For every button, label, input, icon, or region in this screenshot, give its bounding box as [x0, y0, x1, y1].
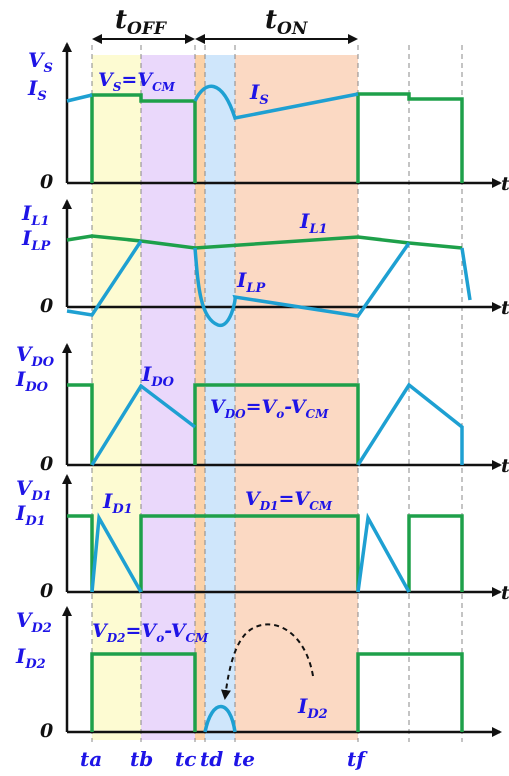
- p2-zero: 0: [40, 295, 53, 317]
- t-off-label: tOFF: [115, 5, 168, 39]
- p3-y1-label: VDO: [16, 342, 55, 370]
- time-marker-labels: ta tb tc td te tf: [80, 747, 368, 771]
- p1-zero: 0: [40, 171, 53, 193]
- band-te-tf: [235, 55, 358, 740]
- p3-ido-trace: [90, 382, 464, 466]
- p3-zero: 0: [40, 453, 53, 475]
- marker-ta: ta: [80, 747, 102, 771]
- p4-id1-trace: [90, 512, 411, 593]
- marker-tb: tb: [130, 747, 153, 771]
- marker-te: te: [233, 747, 255, 771]
- p2-y1-label: IL1: [21, 201, 50, 229]
- p4-vd1-trace: [67, 514, 464, 592]
- p1-y1-label: VS: [28, 48, 53, 76]
- p1-vs-trace: [90, 92, 464, 183]
- marker-tc: tc: [175, 747, 196, 771]
- t-on-label: tON: [265, 5, 309, 39]
- p4-annotation-id1: ID1: [102, 489, 133, 517]
- p5-zero: 0: [40, 720, 53, 742]
- panel-vdo-ido: VDO IDO 0 t IDO VDO=Vo-VCM: [15, 342, 509, 477]
- p5-dashed-arrow: [220, 623, 314, 700]
- p4-zero: 0: [40, 580, 53, 602]
- time-guides: [91, 45, 463, 742]
- p4-annotation-vd1: VD1=VCM: [245, 488, 333, 513]
- p1-t: t: [501, 173, 509, 195]
- p3-t: t: [501, 455, 509, 477]
- time-bands: [92, 55, 358, 740]
- p4-y2-label: ID1: [15, 501, 46, 529]
- p2-annotation-ilp: ILP: [236, 268, 267, 296]
- p1-annotation-vs: VS=VCM: [98, 69, 176, 94]
- marker-td: td: [200, 747, 223, 771]
- p5-annotation-id2: ID2: [297, 694, 328, 722]
- p1-annotation-is: IS: [249, 80, 269, 108]
- p1-y2-label: IS: [27, 76, 47, 104]
- p2-annotation-il1: IL1: [299, 209, 328, 237]
- p2-ilp-trace: [66, 240, 472, 327]
- p4-t: t: [501, 582, 509, 604]
- band-tc-td: [195, 55, 205, 740]
- marker-tf: tf: [347, 747, 368, 771]
- p5-y2-label: ID2: [15, 644, 46, 672]
- panel-vs-is: VS IS 0 t VS=VCM IS: [27, 42, 509, 195]
- p3-y2-label: IDO: [15, 367, 49, 395]
- p5-annotation-vd2: VD2=Vo-VCM: [92, 620, 209, 645]
- panel-il1-ilp: IL1 ILP 0 t IL1 ILP: [21, 199, 509, 327]
- p4-y1-label: VD1: [16, 476, 52, 504]
- p5-id2-trace: [203, 704, 237, 733]
- panel-vd1-id1: VD1 ID1 0 t ID1 VD1=VCM: [15, 474, 509, 604]
- p1-is-trace: [66, 84, 359, 121]
- p2-t: t: [501, 297, 509, 319]
- p5-vd2-trace: [90, 652, 464, 732]
- header: tOFF tON: [92, 5, 358, 44]
- panel-vd2-id2: VD2 ID2 0 VD2=Vo-VCM ID2: [15, 606, 502, 742]
- p3-annotation-vdo: VDO=Vo-VCM: [210, 396, 329, 421]
- p5-y1-label: VD2: [16, 608, 52, 636]
- band-tb-tc: [141, 55, 195, 740]
- band-td-te: [205, 55, 235, 740]
- p2-y2-label: ILP: [21, 226, 52, 254]
- p3-annotation-ido: IDO: [141, 362, 175, 390]
